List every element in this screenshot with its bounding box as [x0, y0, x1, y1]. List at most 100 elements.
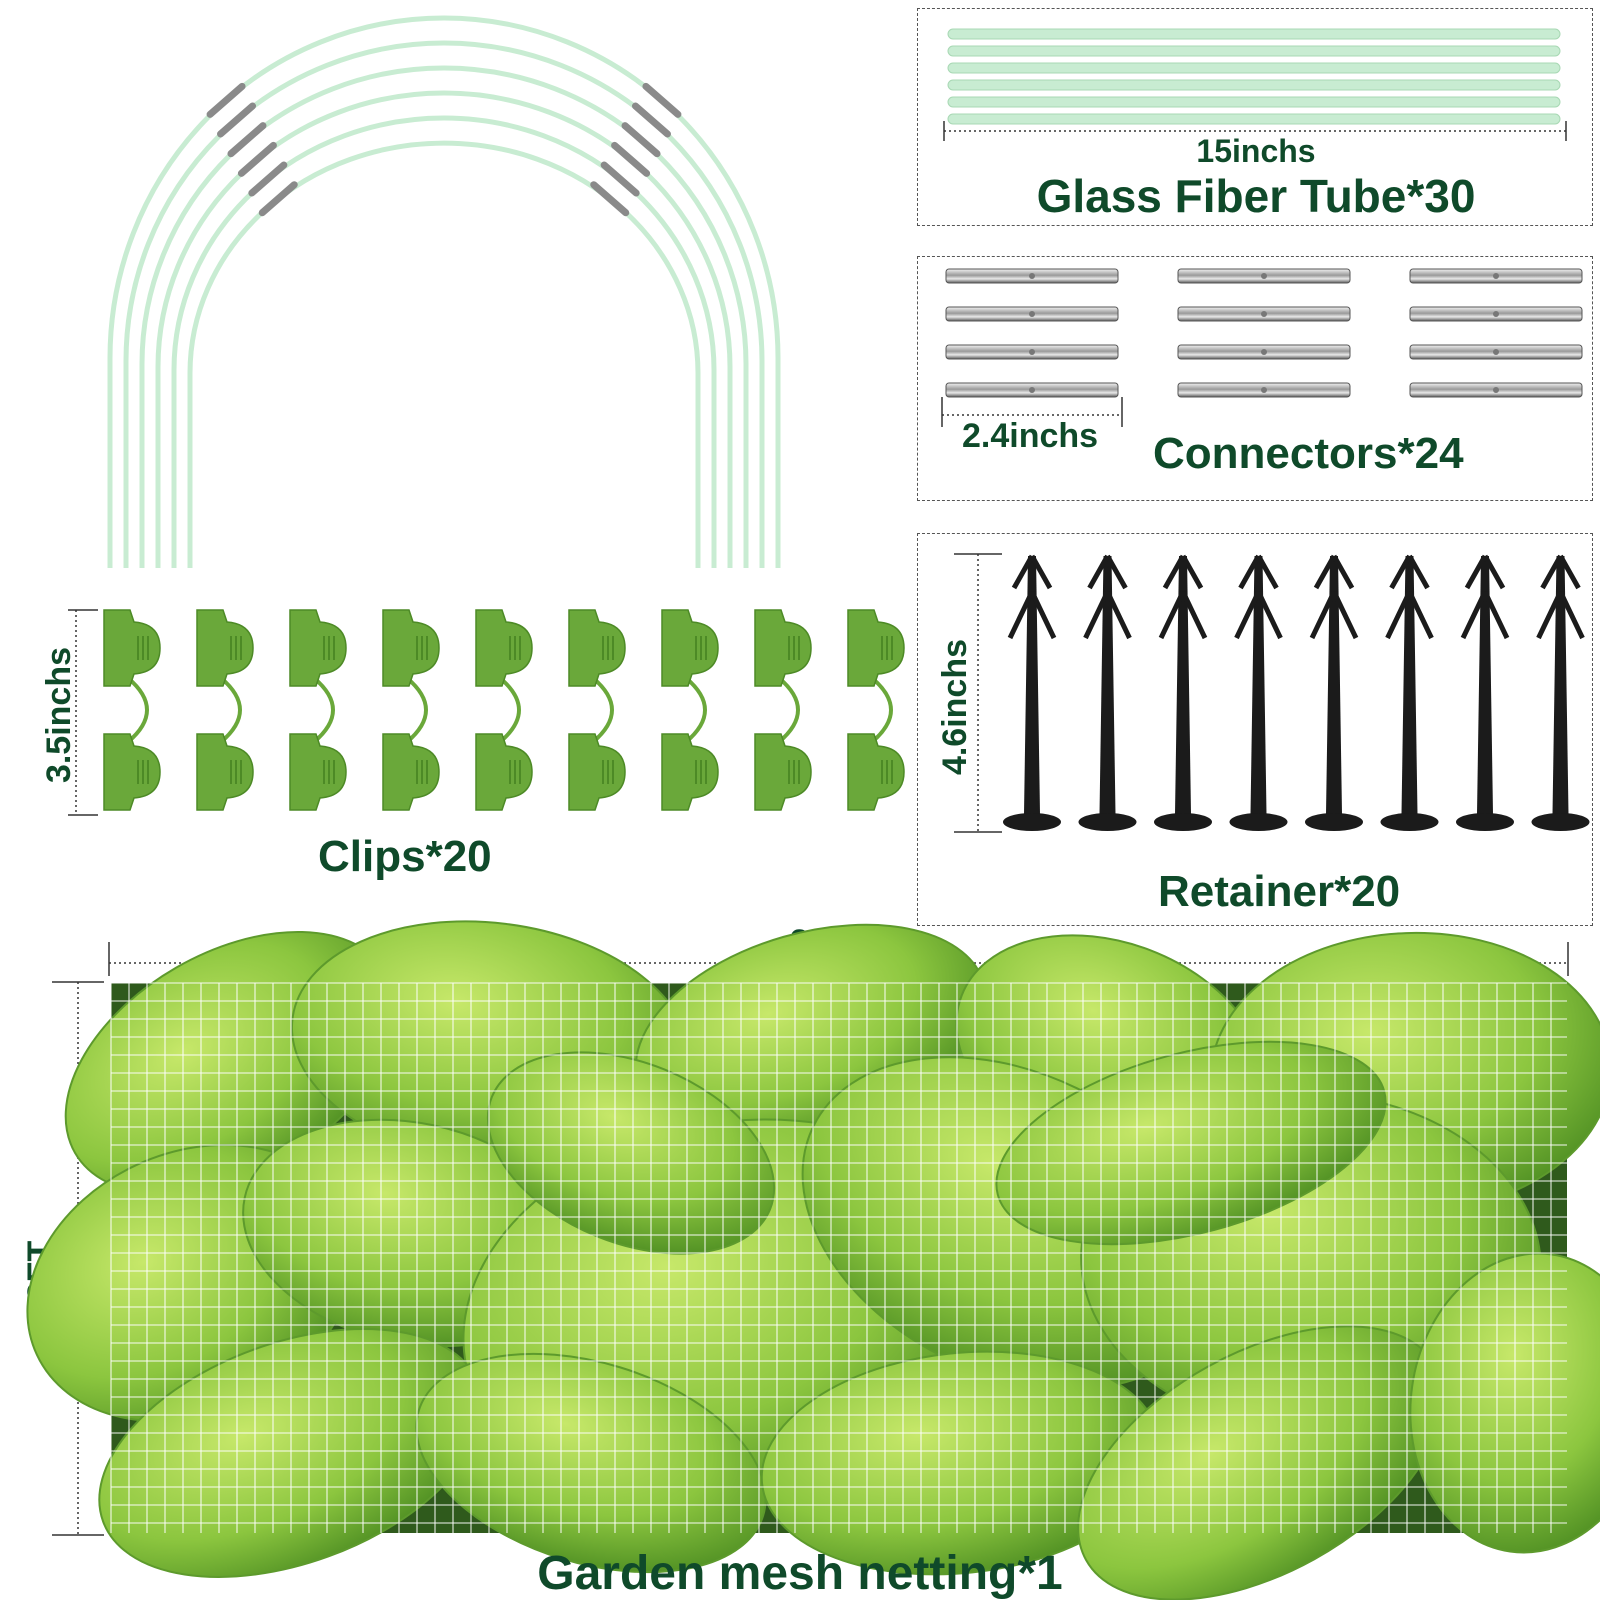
connector-dimple	[1261, 311, 1267, 317]
connector-dimple	[1493, 349, 1499, 355]
plastic-clip	[568, 609, 626, 811]
retainer-panel: 4.6inchs Retainer*20	[917, 533, 1593, 926]
clip-upper-jaw	[847, 609, 905, 687]
clip-lower-jaw	[382, 733, 440, 811]
stake-barb-lower	[1385, 590, 1434, 640]
glass-fiber-tubes-illustration	[943, 28, 1567, 141]
clip-hinge	[219, 676, 242, 744]
stake-shaft	[1401, 556, 1418, 814]
stake-base	[1229, 813, 1288, 831]
garden-mesh-netting-photo	[26, 920, 1600, 1600]
hoop-joint-connector	[611, 141, 651, 177]
retainer-stakes-illustration	[954, 553, 1590, 833]
lettuce-leaf	[1409, 1252, 1600, 1554]
hoop-joint-connector	[217, 102, 257, 138]
hoop-arch	[155, 90, 733, 568]
glass-fiber-tube	[947, 45, 1561, 57]
stake-barb-lower	[1234, 590, 1283, 640]
stake-base	[1380, 813, 1439, 831]
plastic-clip	[382, 609, 440, 811]
clip-lower-jaw	[847, 733, 905, 811]
stake-shaft	[1552, 556, 1569, 814]
retainer-stake	[1078, 554, 1137, 831]
hoop-joint-connector	[237, 141, 277, 177]
hoop-arch	[187, 140, 701, 568]
retainer-title: Retainer*20	[1158, 867, 1401, 916]
stake-barb-top	[1313, 554, 1355, 590]
retainer-height-label: 4.6inchs	[936, 638, 974, 776]
clip-upper-jaw	[568, 609, 626, 687]
connector-dimple	[1261, 349, 1267, 355]
clip-lower-jaw	[661, 733, 719, 811]
connector-dimple	[1493, 273, 1499, 279]
connector-dimple	[1029, 311, 1035, 317]
stake-shaft	[1477, 556, 1493, 814]
glass-fiber-tube	[947, 79, 1561, 91]
clip-hinge	[498, 676, 521, 744]
stake-barb-top	[1087, 554, 1128, 590]
clip-height-label: 3.5inchs	[40, 646, 78, 784]
stake-base	[1003, 813, 1061, 831]
clip-upper-jaw	[475, 609, 533, 687]
stake-barb-lower	[1309, 590, 1359, 640]
hoop-joint-connector	[621, 122, 661, 158]
connector-dimple	[1261, 387, 1267, 393]
clip-upper-jaw	[289, 609, 347, 687]
stake-barb-top	[1162, 554, 1204, 590]
stake-barb-top	[1389, 554, 1430, 590]
stake-shaft	[1250, 556, 1267, 814]
glass-fiber-tube-panel: 15inchs Glass Fiber Tube*30	[917, 8, 1593, 226]
hoop-arch	[107, 15, 781, 568]
clip-hinge	[591, 676, 614, 744]
glass-fiber-tube	[947, 62, 1561, 74]
stake-shaft	[1099, 556, 1116, 814]
tube-title: Glass Fiber Tube*30	[1036, 170, 1476, 222]
clip-lower-jaw	[289, 733, 347, 811]
stake-barb-top	[1464, 554, 1506, 590]
hoop-joint-connector	[248, 161, 288, 197]
hoop-joint-connector	[258, 181, 298, 217]
clip-lower-jaw	[754, 733, 812, 811]
retainer-stake	[1456, 554, 1514, 831]
hoop-joint-connector	[631, 102, 671, 138]
connector-dimple	[1029, 273, 1035, 279]
clip-hinge	[684, 676, 707, 744]
retainer-stake	[1305, 554, 1363, 831]
connector-dimple	[1261, 273, 1267, 279]
connector-dimple	[1493, 387, 1499, 393]
tube-length-label: 15inchs	[1196, 133, 1316, 169]
stake-base	[1305, 813, 1363, 831]
plastic-clip	[196, 609, 254, 811]
stake-barb-lower	[1536, 590, 1585, 640]
plastic-clip	[661, 609, 719, 811]
plastic-clip	[754, 609, 812, 811]
clip-hinge	[405, 676, 428, 744]
connectors-panel: 2.4inchs Connectors*24	[917, 256, 1593, 501]
hoop-joint-connector	[642, 82, 682, 118]
clips-illustration	[68, 609, 905, 816]
glass-fiber-tube	[947, 28, 1561, 40]
clip-lower-jaw	[475, 733, 533, 811]
retainer-stake	[1003, 554, 1061, 831]
hoop-arches-illustration	[107, 15, 781, 568]
stake-barb-lower	[1083, 590, 1132, 640]
hoop-joint-connector	[590, 181, 630, 217]
retainer-stake	[1229, 554, 1288, 831]
clip-hinge	[777, 676, 800, 744]
connector-length-label: 2.4inchs	[962, 417, 1099, 455]
clip-upper-jaw	[103, 609, 161, 687]
stake-shaft	[1175, 556, 1191, 814]
hoop-arch	[123, 40, 765, 568]
glass-fiber-tube	[947, 96, 1561, 108]
plastic-clip	[289, 609, 347, 811]
plastic-clip	[475, 609, 533, 811]
hoop-joint-connector	[206, 82, 246, 118]
glass-fiber-tube	[947, 113, 1561, 125]
hoop-arch	[139, 65, 749, 568]
stake-barb-top	[1540, 554, 1581, 590]
clip-lower-jaw	[568, 733, 626, 811]
clip-lower-jaw	[196, 733, 254, 811]
stake-barb-top	[1011, 554, 1053, 590]
stake-shaft	[1326, 556, 1342, 814]
stake-barb-lower	[1007, 590, 1057, 640]
